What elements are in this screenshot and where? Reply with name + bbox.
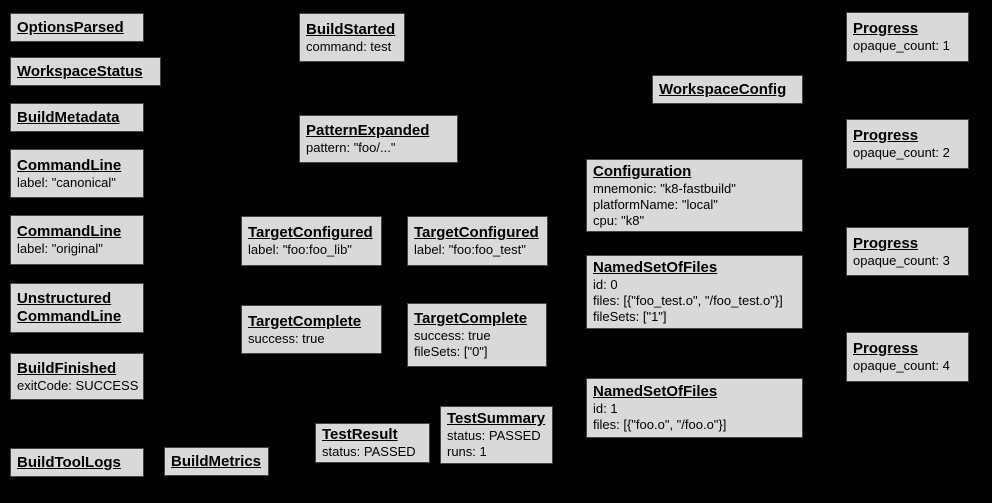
- node-title: WorkspaceConfig: [659, 80, 787, 98]
- node-title: Progress: [853, 340, 919, 357]
- node-build-tool-logs: BuildToolLogs: [10, 448, 144, 477]
- node-attribute: opaque_count: 1: [853, 38, 950, 53]
- node-attribute: cpu: "k8": [593, 212, 645, 228]
- node-title: BuildToolLogs: [17, 453, 121, 471]
- node-title: BuildStarted: [306, 20, 396, 38]
- node-attribute: platformName: "local": [593, 196, 718, 212]
- node-attribute: label: "original": [17, 241, 103, 256]
- node-title: WorkspaceStatus: [17, 62, 143, 80]
- node-title: BuildMetadata: [17, 108, 120, 126]
- node-attribute: mnemonic: "k8-fastbuild": [593, 180, 736, 196]
- node-title: NamedSetOfFiles: [593, 383, 718, 400]
- node-attribute: runs: 1: [447, 444, 487, 459]
- node-attribute: id: 0: [593, 277, 618, 292]
- node-attribute: files: [{"foo_test.o", "/foo_test.o"}]: [593, 293, 783, 308]
- node-attribute: exitCode: SUCCESS: [17, 377, 139, 393]
- node-title: BuildMetrics: [171, 452, 262, 470]
- node-title: CommandLine: [17, 308, 122, 325]
- node-title: Progress: [853, 20, 919, 37]
- node-title: Unstructured: [17, 290, 112, 307]
- node-attribute: fileSets: ["1"]: [593, 309, 667, 324]
- node-build-metrics: BuildMetrics: [164, 447, 269, 476]
- node-attribute: opaque_count: 3: [853, 252, 950, 268]
- node-title: CommandLine: [17, 156, 122, 174]
- node-title: Configuration: [593, 162, 692, 180]
- node-title: TestSummary: [447, 410, 546, 427]
- node-options-parsed: OptionsParsed: [10, 13, 144, 42]
- node-attribute: command: test: [306, 38, 392, 54]
- node-title: TestResult: [322, 426, 398, 443]
- node-attribute: opaque_count: 4: [853, 358, 950, 373]
- node-title: Progress: [853, 127, 919, 144]
- node-attribute: opaque_count: 2: [853, 145, 950, 160]
- node-workspace-config: WorkspaceConfig: [652, 75, 803, 104]
- node-title: TargetComplete: [248, 312, 362, 330]
- node-title: CommandLine: [17, 223, 122, 240]
- node-title: TargetConfigured: [414, 224, 539, 241]
- node-build-metadata: BuildMetadata: [10, 103, 144, 132]
- node-title: PatternExpanded: [306, 122, 430, 139]
- node-attribute: label: "canonical": [17, 174, 116, 190]
- node-attribute: label: "foo:foo_lib": [248, 242, 352, 257]
- node-attribute: success: true: [248, 330, 325, 346]
- node-attribute: pattern: "foo/...": [306, 140, 396, 155]
- node-title: Progress: [853, 234, 919, 252]
- node-attribute: success: true: [414, 328, 491, 343]
- node-workspace-status: WorkspaceStatus: [10, 57, 161, 86]
- node-attribute: label: "foo:foo_test": [414, 242, 526, 257]
- node-title: NamedSetOfFiles: [593, 259, 718, 276]
- node-title: TargetConfigured: [248, 224, 373, 241]
- node-title: OptionsParsed: [17, 18, 124, 36]
- node-attribute: status: PASSED: [447, 428, 541, 443]
- node-attribute: id: 1: [593, 401, 618, 416]
- node-attribute: files: [{"foo.o", "/foo.o"}]: [593, 417, 727, 432]
- node-title: BuildFinished: [17, 359, 117, 377]
- node-title: TargetComplete: [414, 310, 528, 327]
- node-attribute: fileSets: ["0"]: [414, 344, 488, 359]
- node-attribute: status: PASSED: [322, 444, 416, 459]
